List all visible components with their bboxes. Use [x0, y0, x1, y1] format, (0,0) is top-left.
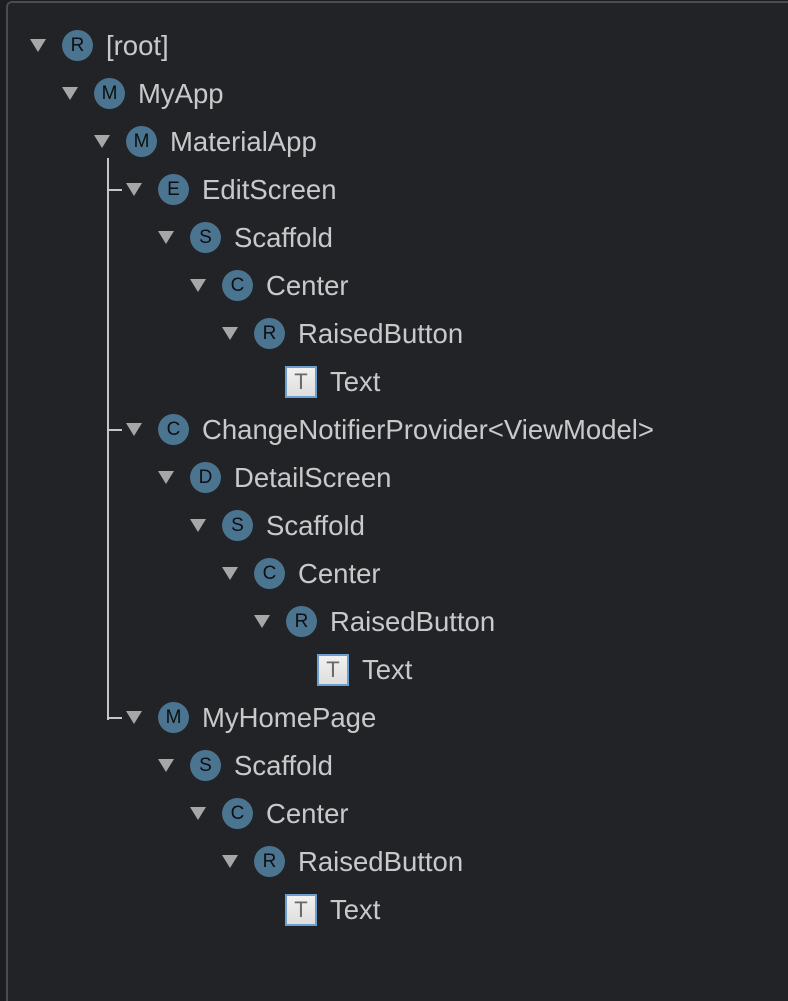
expand-arrow-down-icon[interactable]	[222, 855, 238, 868]
expand-arrow-down-icon[interactable]	[62, 87, 78, 100]
tree-node-label[interactable]: Center	[298, 558, 381, 589]
expand-arrow-down-icon[interactable]	[126, 183, 142, 196]
widget-type-badge-icon: M	[158, 702, 189, 733]
expand-arrow-down-icon[interactable]	[222, 567, 238, 580]
tree-node-label[interactable]: Text	[330, 894, 381, 925]
tree-node-label[interactable]: Scaffold	[234, 222, 333, 253]
tree-node[interactable]: C Center	[0, 550, 788, 598]
widget-type-badge-icon: S	[190, 222, 221, 253]
tree-node[interactable]: C Center	[0, 262, 788, 310]
widget-type-badge-icon: C	[222, 798, 253, 829]
tree-node-label[interactable]: ChangeNotifierProvider<ViewModel>	[202, 414, 654, 445]
widget-type-badge-icon: C	[254, 558, 285, 589]
tree-node[interactable]: M MyHomePage	[0, 694, 788, 742]
tree-connector-branch	[107, 429, 122, 431]
widget-type-badge-icon: S	[190, 750, 221, 781]
tree-node-label[interactable]: RaisedButton	[298, 318, 464, 349]
tree-connector-branch	[107, 189, 122, 191]
tree-node[interactable]: S Scaffold	[0, 214, 788, 262]
text-widget-icon: T	[285, 894, 317, 926]
expand-arrow-down-icon[interactable]	[158, 759, 174, 772]
expand-arrow-down-icon[interactable]	[126, 423, 142, 436]
tree-node-label[interactable]: Text	[362, 654, 413, 685]
widget-tree-panel	[6, 1, 788, 1001]
widget-type-badge-icon: R	[254, 846, 285, 877]
text-widget-icon: T	[317, 654, 349, 686]
tree-node[interactable]: C Center	[0, 790, 788, 838]
tree-node[interactable]: R RaisedButton	[0, 310, 788, 358]
expand-arrow-down-icon[interactable]	[158, 471, 174, 484]
expand-arrow-down-icon[interactable]	[94, 135, 110, 148]
tree-leaf-node[interactable]: T Text	[0, 646, 788, 694]
widget-type-badge-icon: C	[158, 414, 189, 445]
widget-type-badge-icon: M	[126, 126, 157, 157]
widget-type-badge-icon: E	[158, 174, 189, 205]
tree-node-label[interactable]: DetailScreen	[234, 462, 392, 493]
tree-node-label[interactable]: [root]	[106, 30, 169, 61]
expand-arrow-down-icon[interactable]	[190, 279, 206, 292]
expand-arrow-down-icon[interactable]	[254, 615, 270, 628]
text-widget-icon: T	[285, 366, 317, 398]
tree-node-label[interactable]: Scaffold	[234, 750, 333, 781]
tree-node-label[interactable]: MyHomePage	[202, 702, 377, 733]
expand-arrow-down-icon[interactable]	[222, 327, 238, 340]
tree-node-label[interactable]: RaisedButton	[298, 846, 464, 877]
widget-type-badge-icon: D	[190, 462, 221, 493]
tree-node-label[interactable]: Center	[266, 270, 349, 301]
expand-arrow-down-icon[interactable]	[158, 231, 174, 244]
tree-connector-branch	[107, 717, 122, 719]
tree-node[interactable]: E EditScreen	[0, 166, 788, 214]
widget-type-badge-icon: S	[222, 510, 253, 541]
tree-connector-line	[107, 158, 109, 720]
tree-node[interactable]: D DetailScreen	[0, 454, 788, 502]
expand-arrow-down-icon[interactable]	[126, 711, 142, 724]
tree-leaf-node[interactable]: T Text	[0, 358, 788, 406]
tree-node-label[interactable]: MyApp	[138, 78, 224, 109]
widget-type-badge-icon: R	[62, 30, 93, 61]
expand-arrow-down-icon[interactable]	[190, 807, 206, 820]
tree-node-label[interactable]: Center	[266, 798, 349, 829]
widget-type-badge-icon: M	[94, 78, 125, 109]
tree-node[interactable]: M MyApp	[0, 70, 788, 118]
widget-type-badge-icon: C	[222, 270, 253, 301]
tree-node-label[interactable]: Scaffold	[266, 510, 365, 541]
tree-node[interactable]: R RaisedButton	[0, 598, 788, 646]
tree-node[interactable]: M MaterialApp	[0, 118, 788, 166]
tree-node[interactable]: C ChangeNotifierProvider<ViewModel>	[0, 406, 788, 454]
expand-arrow-down-icon[interactable]	[30, 39, 46, 52]
expand-arrow-down-icon[interactable]	[190, 519, 206, 532]
tree-node-label[interactable]: Text	[330, 366, 381, 397]
widget-type-badge-icon: R	[254, 318, 285, 349]
tree-leaf-node[interactable]: T Text	[0, 886, 788, 934]
tree-node-label[interactable]: MaterialApp	[170, 126, 317, 157]
tree-node-label[interactable]: EditScreen	[202, 174, 337, 205]
tree-node[interactable]: R [root]	[0, 22, 788, 70]
widget-type-badge-icon: R	[286, 606, 317, 637]
tree-node[interactable]: R RaisedButton	[0, 838, 788, 886]
tree-node[interactable]: S Scaffold	[0, 742, 788, 790]
tree-node[interactable]: S Scaffold	[0, 502, 788, 550]
tree-node-label[interactable]: RaisedButton	[330, 606, 496, 637]
